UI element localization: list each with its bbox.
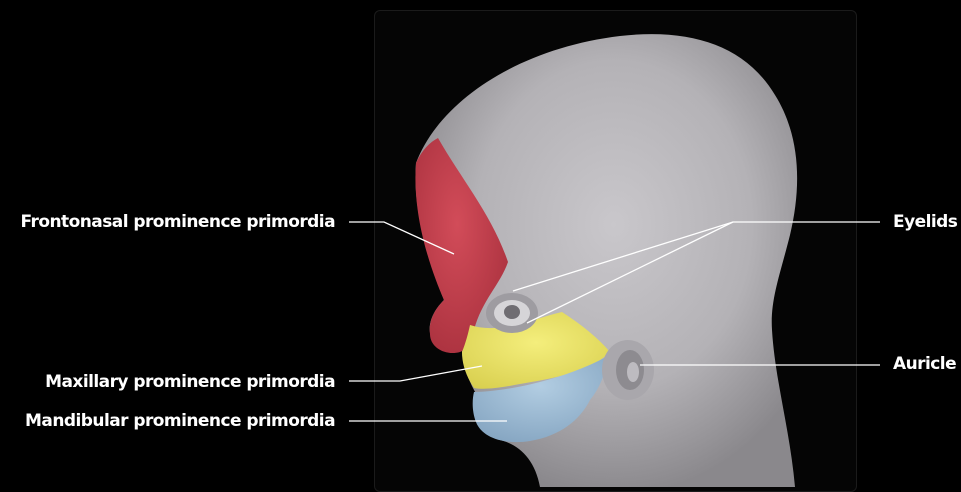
- mandibular-label: Mandibular prominence primordia: [10, 411, 335, 431]
- maxillary-leader-line: [349, 366, 482, 381]
- auricle-pit: [627, 362, 639, 382]
- frontonasal-label: Frontonasal prominence primordia: [10, 212, 335, 232]
- eyelids-label: Eyelids: [893, 212, 957, 232]
- maxillary-label: Maxillary prominence primordia: [10, 372, 335, 392]
- eye-pupil: [504, 305, 520, 319]
- auricle-label: Auricle: [893, 354, 956, 374]
